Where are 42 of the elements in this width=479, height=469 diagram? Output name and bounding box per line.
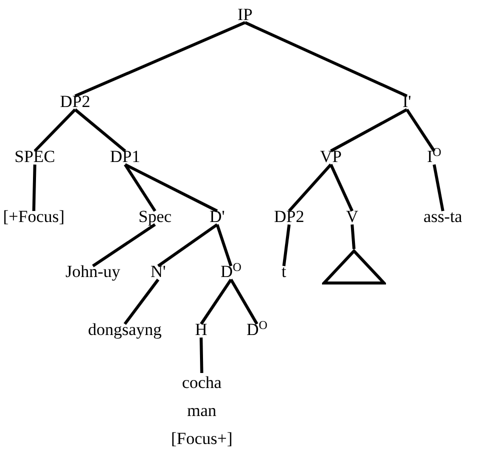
tree-label: John-uy xyxy=(66,262,120,282)
tree-label: VP xyxy=(320,147,342,167)
tree-branch xyxy=(216,224,232,266)
tree-label: DP2 xyxy=(60,92,90,112)
tree-label: DP1 xyxy=(110,147,140,167)
tree-label: V xyxy=(346,207,358,227)
tree-label: ass-ta xyxy=(424,207,462,227)
tree-label: DP2 xyxy=(274,207,304,227)
triangle-symbol xyxy=(322,249,386,285)
tree-branch xyxy=(74,108,126,152)
tree-branch xyxy=(200,278,232,325)
tree-branch xyxy=(244,21,408,98)
tree-branch xyxy=(74,21,246,98)
tree-label: D$^{O}$ xyxy=(220,262,242,282)
tree-label: D$^{O}$ xyxy=(246,320,268,340)
tree-label: D' xyxy=(210,207,225,227)
tree-label: dongsayng xyxy=(88,320,162,340)
tree-branch xyxy=(406,108,436,152)
tree-branch xyxy=(330,164,354,212)
tree-branch xyxy=(288,164,332,212)
tree-branch xyxy=(157,223,218,268)
tree-label: t xyxy=(282,262,286,282)
tree-branch xyxy=(282,224,291,266)
tree-branch xyxy=(124,278,160,325)
tree-label: [Focus+] xyxy=(171,428,233,450)
tree-label: SPEC xyxy=(14,147,56,167)
tree-branch xyxy=(200,338,204,374)
tree-branch xyxy=(432,164,444,212)
tree-label: Spec xyxy=(138,207,172,227)
tree-label: H xyxy=(195,320,208,340)
tree-label: [+Focus] xyxy=(3,207,65,227)
tree-branch xyxy=(230,278,258,325)
tree-branch xyxy=(32,164,36,212)
tree-label: IP xyxy=(238,5,253,25)
tree-label: N' xyxy=(150,262,166,282)
tree-branch xyxy=(124,163,218,212)
tree-branch xyxy=(34,108,76,152)
tree-branch xyxy=(124,164,156,212)
tree-branch xyxy=(92,223,156,268)
tree-label: cocha man xyxy=(182,372,222,422)
tree-branch xyxy=(330,108,408,152)
tree-branch xyxy=(350,224,356,250)
